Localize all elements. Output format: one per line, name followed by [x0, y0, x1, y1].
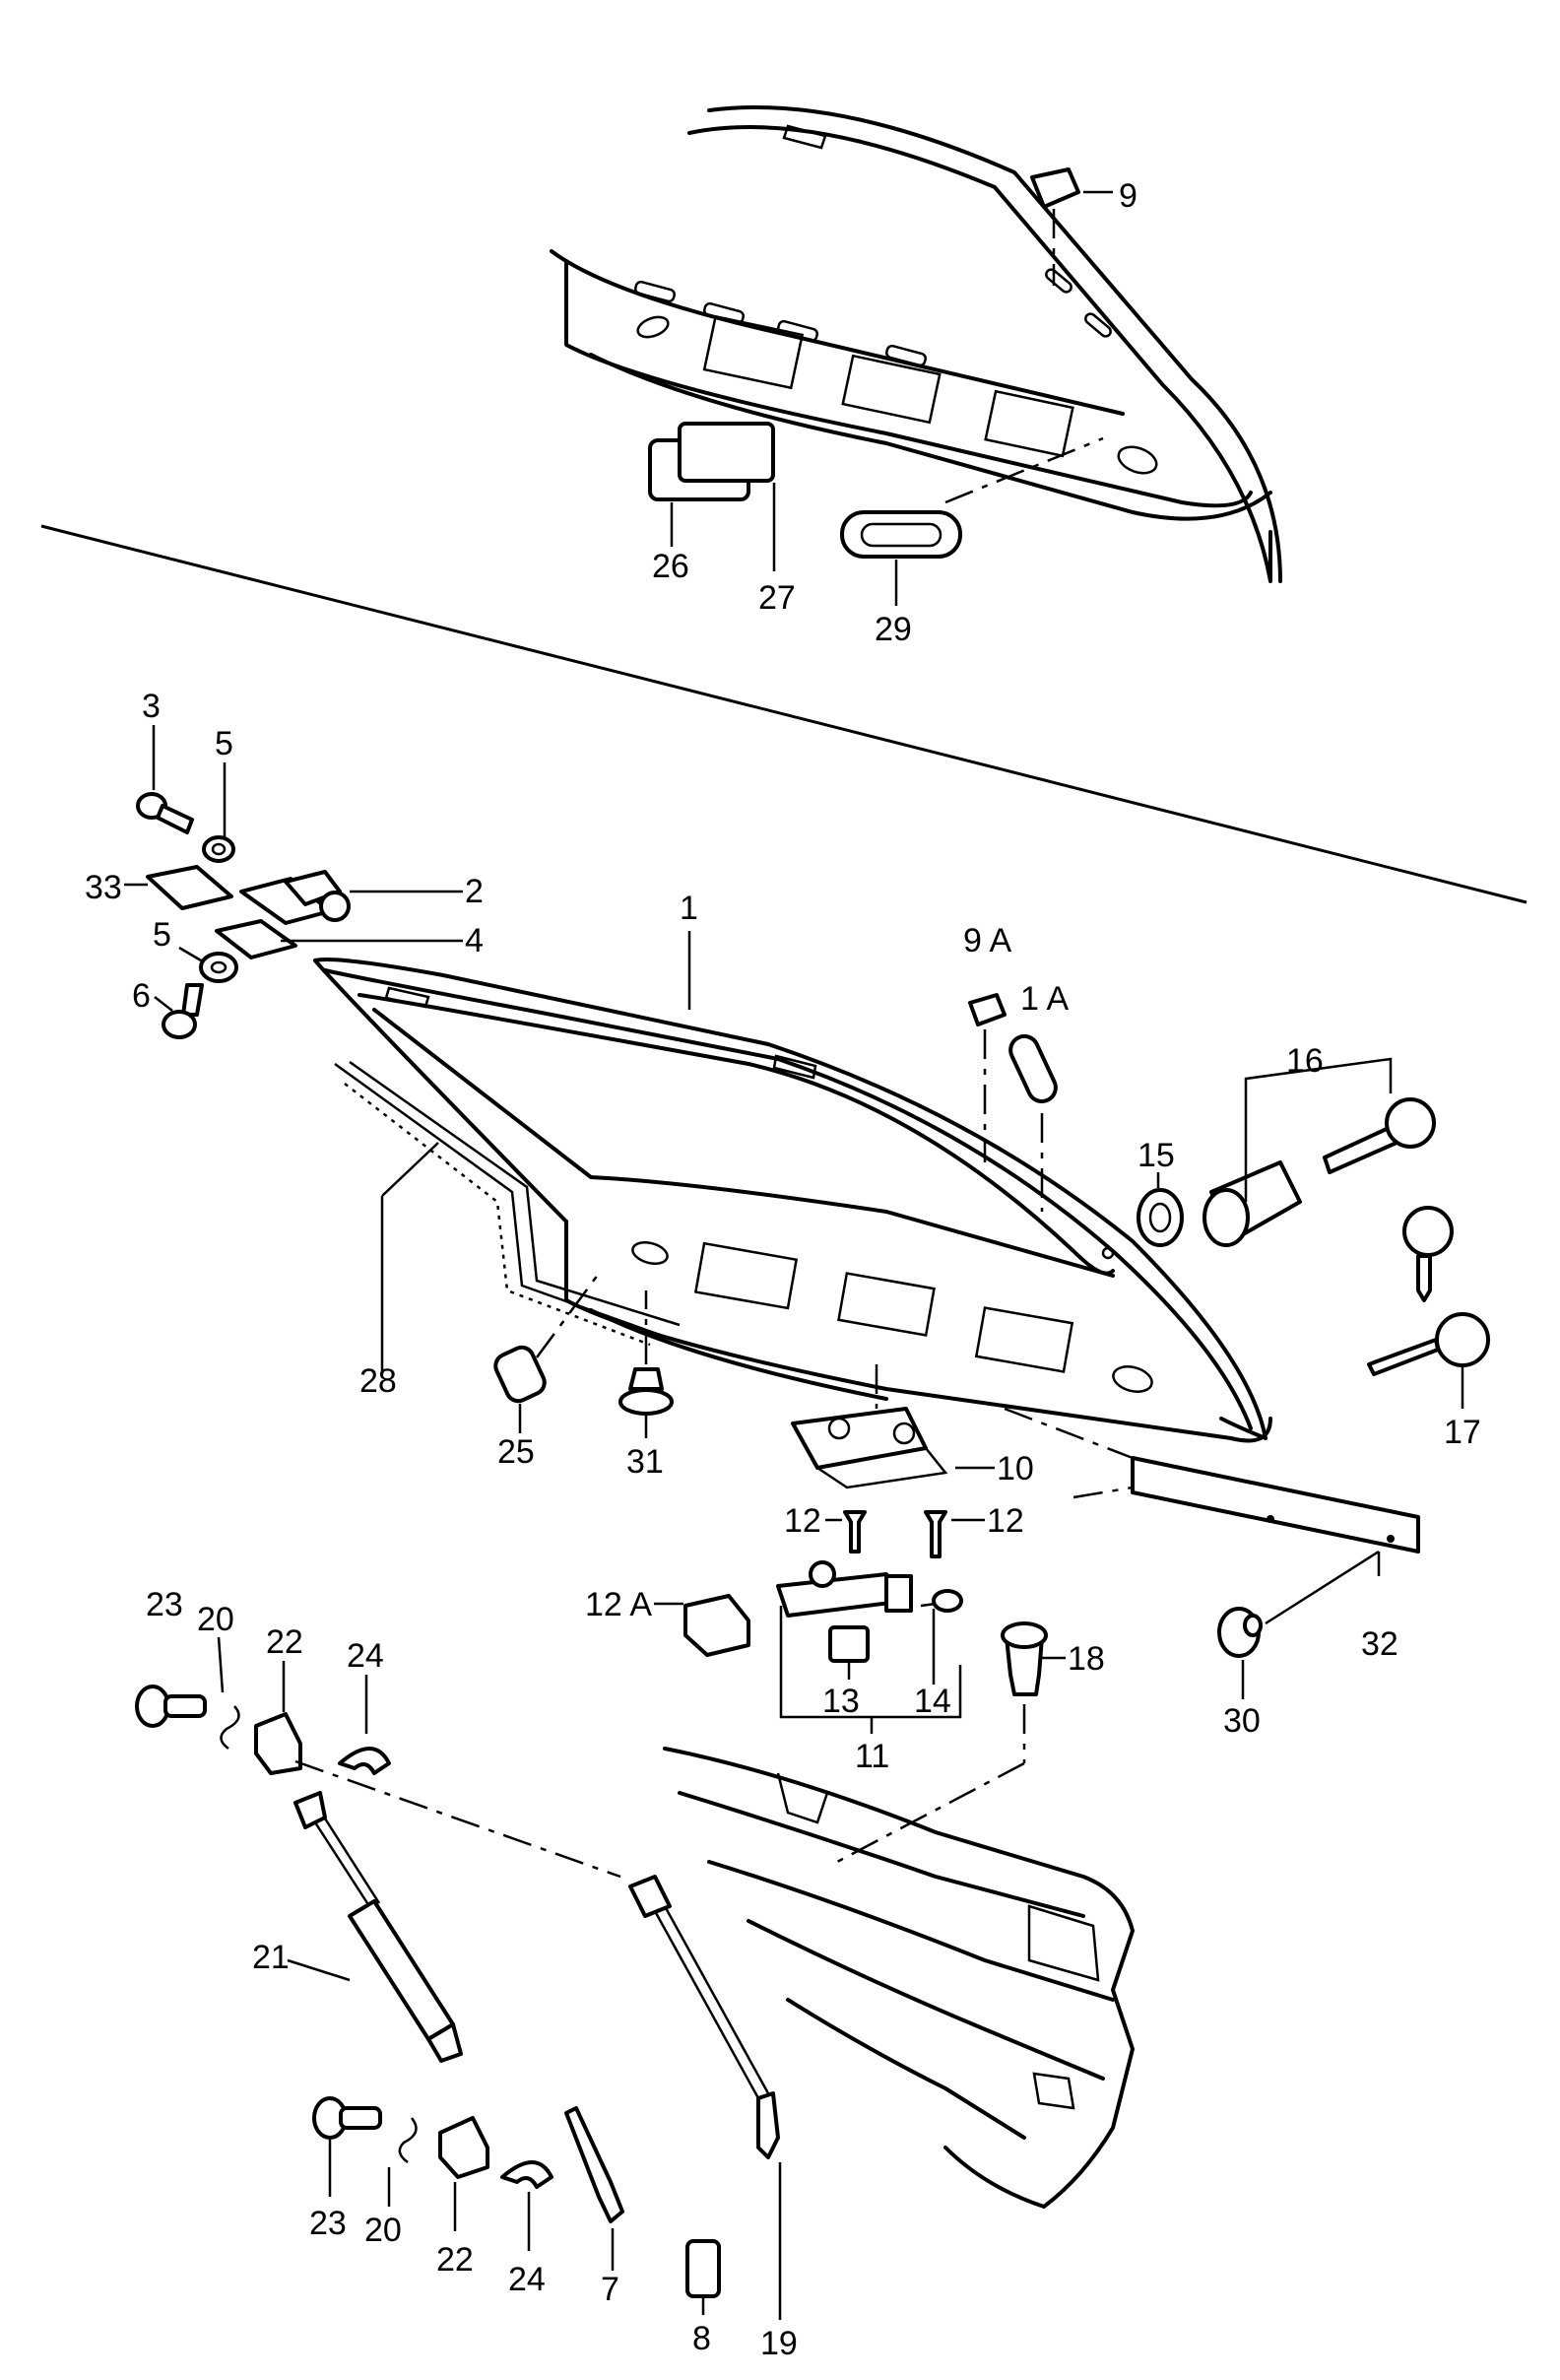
- callout-5: 5: [153, 916, 171, 954]
- callout-23: 23: [309, 2205, 347, 2242]
- part-13-block-icon: [828, 1625, 870, 1680]
- part-14-bolt-icon: [920, 1589, 963, 1685]
- part-5-washer-icon: [202, 762, 235, 863]
- callout-20: 20: [364, 2212, 402, 2249]
- callout-28: 28: [359, 1362, 397, 1400]
- part-21-gas-strut-icon: [287, 1759, 621, 2063]
- part-6-bolt-icon: [154, 983, 204, 1039]
- part-8-buffer-icon: [685, 2239, 721, 2315]
- callout-24: 24: [508, 2261, 546, 2298]
- part-22-bushing-icon: [438, 2116, 489, 2231]
- callout-2: 2: [465, 873, 484, 910]
- part-7-bracket-icon: [564, 2106, 624, 2271]
- part-5-washer-icon: [178, 946, 238, 983]
- callout-13: 13: [822, 1683, 860, 1720]
- callout-20: 20: [197, 1601, 234, 1638]
- callout-9a: 9 A: [963, 922, 1011, 959]
- section-divider-line: [40, 524, 1528, 904]
- part-3-bolt-icon: [136, 725, 194, 834]
- callout-24: 24: [347, 1637, 384, 1675]
- callout-23: 23: [146, 1586, 183, 1623]
- part-23-bolt-icon: [135, 1685, 207, 1728]
- part-15-seal-ring-icon: [1137, 1172, 1184, 1247]
- part-28-weatherstrip-icon: [334, 1060, 681, 1374]
- callout-5: 5: [215, 725, 233, 762]
- part-4-gasket-icon: [215, 919, 463, 959]
- inset-tailgate-inner-view: [550, 105, 1282, 583]
- part-22-bushing-icon: [254, 1661, 302, 1775]
- part-18-plug-icon: [836, 1621, 1066, 1864]
- part-17-key-icon: [1367, 1312, 1490, 1409]
- part-12a-buffer-block-icon: [654, 1594, 750, 1657]
- part-11-striker-plate-icon: [776, 1560, 962, 1734]
- part-29-lamp-bezel-icon: [840, 436, 1104, 606]
- callout-31: 31: [626, 1443, 664, 1481]
- callout-12a: 12 A: [585, 1586, 652, 1623]
- part-23-bolt-icon: [312, 2096, 382, 2197]
- callout-10: 10: [997, 1450, 1034, 1488]
- callout-7: 7: [601, 2271, 619, 2308]
- part-20-clip-icon: [217, 1636, 240, 1751]
- callout-33: 33: [85, 869, 122, 906]
- callout-30: 30: [1223, 1702, 1261, 1740]
- part-19-strut-rod-icon: [628, 1875, 782, 2320]
- part-31-grommet-icon: [618, 1290, 674, 1438]
- callout-27: 27: [758, 579, 796, 617]
- callout-9: 9: [1119, 177, 1138, 215]
- callout-12: 12: [784, 1502, 821, 1540]
- part-24-clip-icon: [500, 2160, 553, 2251]
- callout-29: 29: [875, 611, 912, 648]
- part-2-hinge-icon: [239, 870, 463, 925]
- callout-12: 12: [987, 1502, 1024, 1540]
- part-30-clip-icon: [1217, 1550, 1380, 1699]
- body-opening-icon: [663, 1747, 1135, 2209]
- part-12-screw-icon: [825, 1510, 985, 1558]
- callout-21: 21: [252, 1939, 290, 1976]
- callout-22: 22: [436, 2241, 474, 2279]
- callout-16: 16: [1286, 1042, 1324, 1080]
- callout-25: 25: [497, 1433, 535, 1471]
- callout-17: 17: [1444, 1414, 1481, 1451]
- callout-11: 11: [855, 1738, 889, 1775]
- callout-1a: 1 A: [1020, 980, 1069, 1018]
- part-9a-stop-icon: [968, 993, 1007, 1162]
- callout-4: 4: [465, 922, 484, 959]
- part-27-lamp-housing-icon: [678, 422, 776, 571]
- callout-22: 22: [266, 1623, 303, 1661]
- part-1a-buffer-icon: [1008, 1033, 1058, 1212]
- callout-1: 1: [680, 890, 698, 927]
- part-32-trim-strip-icon: [1004, 1407, 1420, 1576]
- callout-19: 19: [760, 2325, 798, 2362]
- part-9-clip-icon: [1030, 167, 1113, 286]
- callout-8: 8: [692, 2320, 711, 2357]
- callout-3: 3: [142, 688, 161, 725]
- callout-15: 15: [1138, 1137, 1175, 1174]
- callout-18: 18: [1068, 1640, 1105, 1678]
- part-16-lock-cylinder-keys-icon: [1202, 1057, 1454, 1302]
- part-25-bump-stop-icon: [493, 1270, 603, 1433]
- part-10-lock-icon: [791, 1364, 995, 1489]
- part-1-tailgate-icon: [313, 931, 1272, 1443]
- part-33-shim-icon: [124, 865, 233, 910]
- callout-26: 26: [652, 548, 689, 585]
- callout-32: 32: [1361, 1625, 1398, 1663]
- callout-14: 14: [914, 1683, 951, 1720]
- callout-6: 6: [132, 977, 151, 1015]
- part-24-clip-icon: [338, 1675, 391, 1775]
- part-20-clip-icon: [387, 2117, 418, 2207]
